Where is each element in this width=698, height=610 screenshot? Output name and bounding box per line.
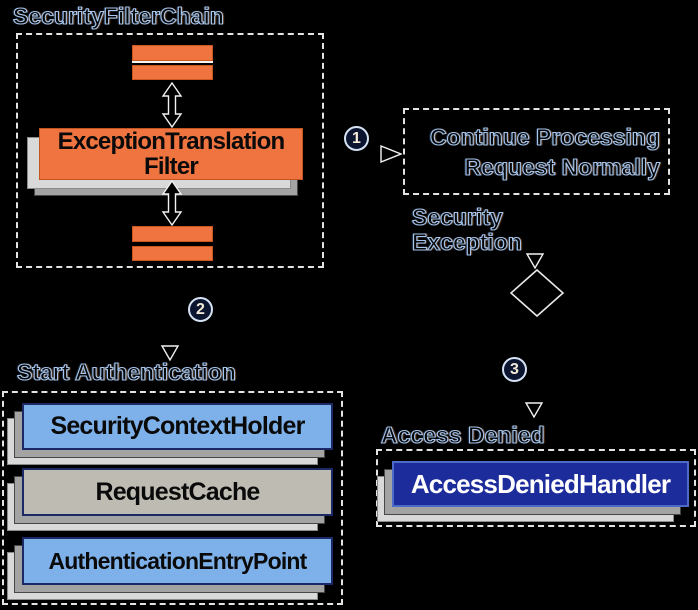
continue-label-line1: Continue Processing (429, 123, 660, 150)
authentication-entry-point-stack: AuthenticationEntryPoint (7, 537, 333, 600)
continue-label-line2: Request Normally (464, 153, 661, 180)
step-1-number: 1 (352, 129, 361, 147)
down-arrow-icon (524, 402, 544, 419)
step-2-badge: 2 (188, 297, 213, 322)
request-cache-stack: RequestCache (7, 468, 333, 531)
request-cache-label: RequestCache (95, 477, 260, 506)
step-3-badge: 3 (502, 357, 527, 382)
access-denied-title: Access Denied (380, 422, 545, 448)
access-denied-handler-stack: AccessDeniedHandler (377, 461, 689, 522)
step-3-number: 3 (510, 360, 519, 378)
security-exception-label: Security Exception (411, 204, 522, 255)
bidirectional-arrow-icon (161, 82, 183, 128)
down-arrow-icon (525, 253, 545, 270)
right-arrow-icon (380, 145, 402, 163)
security-context-holder-box: SecurityContextHolder (22, 403, 333, 450)
step-1-badge: 1 (344, 126, 369, 151)
security-exception-line1: Security (411, 204, 503, 230)
filter-bar-bottom-1 (132, 226, 213, 242)
security-filter-chain-container (16, 33, 324, 268)
step-2-number: 2 (196, 300, 205, 318)
security-context-holder-label: SecurityContextHolder (50, 412, 305, 440)
authentication-entry-point-label: AuthenticationEntryPoint (48, 547, 307, 574)
filter-bar-top-1 (132, 45, 213, 61)
access-denied-handler-box: AccessDeniedHandler (392, 461, 689, 507)
security-exception-line2: Exception (411, 229, 522, 255)
bidirectional-arrow-icon (161, 180, 183, 226)
filter-bar-top-2 (132, 65, 213, 80)
etf-label-line1: ExceptionTranslation (57, 128, 286, 155)
access-denied-handler-label: AccessDeniedHandler (410, 468, 671, 499)
start-authentication-title: Start Authentication (16, 359, 236, 385)
security-filter-chain-title: SecurityFilterChain (12, 3, 224, 29)
continue-processing-label: Continue Processing Request Normally (405, 110, 668, 193)
etf-label-line2: Filter (144, 153, 199, 180)
request-cache-box: RequestCache (22, 468, 333, 516)
decision-diamond-icon (509, 268, 565, 318)
exception-translation-filter-box: ExceptionTranslation Filter (39, 128, 303, 180)
continue-processing-box: Continue Processing Request Normally (403, 108, 670, 195)
filter-bar-bottom-2 (132, 246, 213, 261)
start-authentication-container (2, 391, 343, 605)
exception-translation-filter-stack: ExceptionTranslation Filter (27, 128, 303, 196)
down-arrow-icon (160, 345, 180, 362)
authentication-entry-point-box: AuthenticationEntryPoint (22, 537, 333, 585)
security-context-holder-stack: SecurityContextHolder (7, 403, 333, 465)
